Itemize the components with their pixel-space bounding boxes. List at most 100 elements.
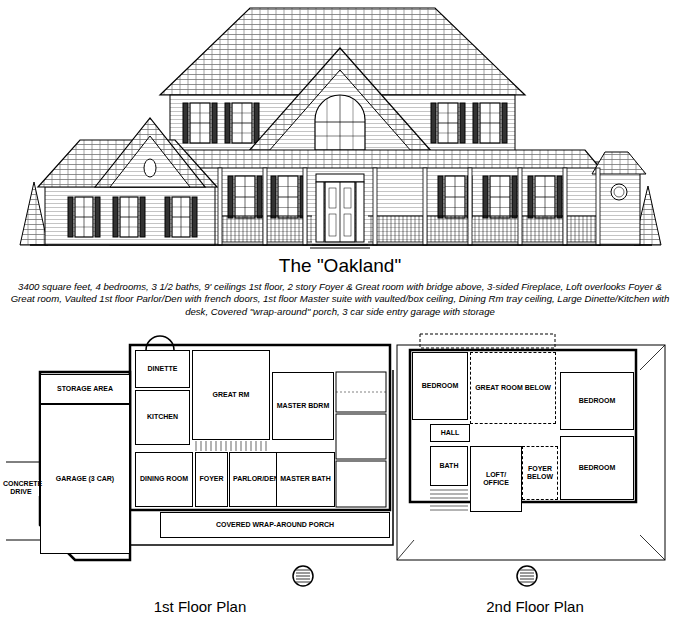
- floor-plans: [6, 334, 665, 586]
- baluster: [419, 216, 420, 242]
- shutter: [183, 103, 188, 143]
- baluster: [311, 216, 312, 242]
- stair-tread: [241, 441, 242, 451]
- baluster: [435, 216, 436, 242]
- baluster: [259, 216, 260, 242]
- baluster: [571, 216, 572, 242]
- room-box: BATH: [430, 446, 468, 486]
- stair-tread: [226, 441, 227, 451]
- baluster: [583, 216, 584, 242]
- logo-stripe: [296, 576, 310, 577]
- baluster: [431, 216, 432, 242]
- logo-stripe: [520, 579, 534, 580]
- logo-stripe: [520, 573, 534, 574]
- room-box: GREAT ROOM BELOW: [470, 352, 556, 424]
- baluster: [243, 216, 244, 242]
- baluster: [559, 216, 560, 242]
- room-box: DINING ROOM: [135, 452, 193, 507]
- window: [120, 197, 138, 237]
- logo: [293, 566, 313, 586]
- logo-stripe: [296, 570, 310, 571]
- baluster: [403, 216, 404, 242]
- logo-stripe: [296, 579, 310, 580]
- room-label: PARLOR/DEN: [233, 475, 279, 483]
- stair-tread: [430, 502, 468, 503]
- window-mullion: [445, 186, 465, 187]
- window-mullion: [278, 186, 298, 187]
- window-mullion: [190, 133, 210, 134]
- baluster: [291, 216, 292, 242]
- window-mullion: [340, 95, 341, 150]
- room-label: BEDROOM: [579, 397, 616, 405]
- shutter: [225, 103, 230, 143]
- porch-post: [518, 168, 522, 245]
- window-mullion: [315, 122, 365, 123]
- door-panel: [329, 188, 336, 208]
- baluster: [387, 216, 388, 242]
- baluster: [455, 216, 456, 242]
- window-mullion: [535, 207, 555, 208]
- baluster: [463, 216, 464, 242]
- window-mullion: [445, 197, 465, 198]
- stair-tread: [266, 441, 267, 451]
- room-label: BATH: [440, 462, 459, 470]
- shutter: [228, 176, 233, 218]
- room-box: KITCHEN: [135, 390, 190, 445]
- room-label: STORAGE AREA: [57, 385, 113, 393]
- wing-wall: [45, 185, 215, 245]
- room-label: MASTER BATH: [280, 475, 330, 483]
- baluster: [247, 216, 248, 242]
- stair-tread: [246, 441, 247, 451]
- room-box: BEDROOM: [560, 372, 634, 430]
- baluster: [411, 216, 412, 242]
- roof-hip: [640, 345, 665, 370]
- window-mullion: [327, 99, 328, 150]
- baluster: [447, 216, 448, 242]
- closet: [336, 372, 386, 412]
- door-panel: [344, 188, 351, 208]
- baluster: [295, 216, 296, 242]
- porch-post: [373, 168, 377, 245]
- window-mullion: [232, 133, 252, 134]
- window-mullion: [535, 186, 555, 187]
- round-window: [614, 187, 624, 197]
- baluster: [223, 216, 224, 242]
- stair-tread: [201, 441, 202, 451]
- room-box: MASTER BDRM: [272, 372, 334, 440]
- room-box: LOFT/ OFFICE: [470, 446, 522, 512]
- wing-wall: [598, 172, 640, 245]
- window-mullion: [490, 186, 510, 187]
- room-label: BEDROOM: [579, 464, 616, 472]
- shutter: [271, 176, 276, 218]
- room-box: FOYER BELOW: [522, 446, 558, 500]
- step: [310, 248, 370, 249]
- logo-stripe: [296, 573, 310, 574]
- window-mullion: [278, 197, 298, 198]
- stair-tread: [211, 441, 212, 451]
- stair-tread: [196, 441, 197, 451]
- room-box: GREAT RM: [192, 350, 270, 440]
- window-mullion: [232, 123, 252, 124]
- window: [75, 197, 93, 237]
- oval-vent: [144, 159, 156, 177]
- upper-wall: [170, 95, 515, 153]
- stair-tread: [430, 510, 468, 511]
- door-panel: [329, 214, 336, 236]
- window-mullion: [232, 113, 252, 114]
- elevation: [20, 8, 661, 248]
- porch-post: [263, 168, 267, 245]
- stair-tread: [261, 441, 262, 451]
- closet-rod: [336, 392, 386, 393]
- baluster: [527, 216, 528, 242]
- baluster: [399, 216, 400, 242]
- stair-tread: [236, 441, 237, 451]
- room-box: DINETTE: [135, 350, 190, 388]
- shutter: [165, 197, 170, 237]
- room-label: BEDROOM: [422, 382, 459, 390]
- baluster: [467, 216, 468, 242]
- shutter: [140, 197, 145, 237]
- door-split: [340, 182, 341, 242]
- door: [325, 182, 355, 242]
- stair-tread: [430, 490, 468, 491]
- room-box: FOYER: [195, 452, 228, 507]
